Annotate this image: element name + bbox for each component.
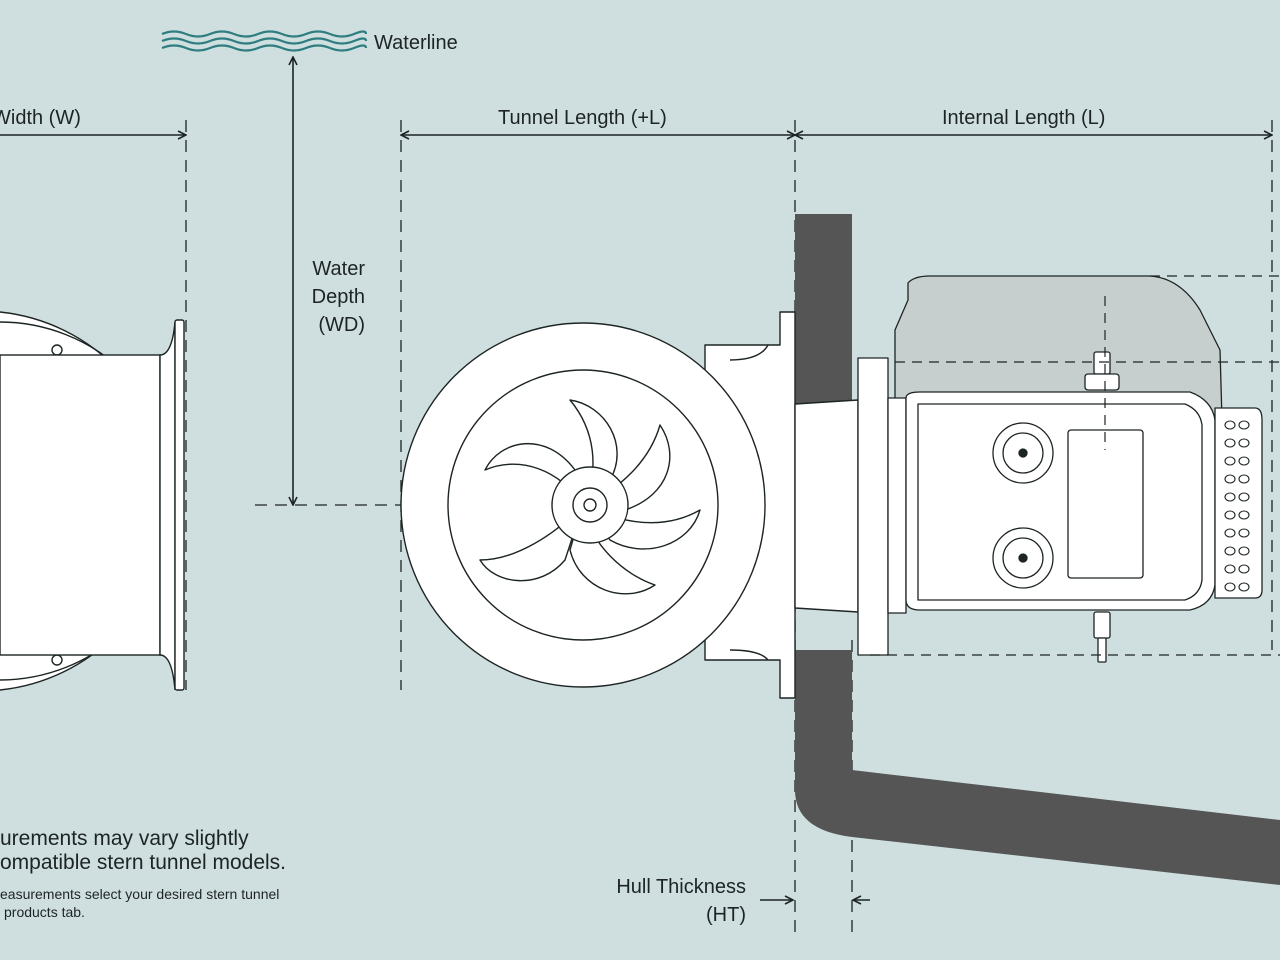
tunnel-side-view — [0, 311, 185, 691]
thruster-front-view — [400, 311, 859, 699]
note-small-line-1: easurements select your desired stern tu… — [0, 886, 280, 902]
motor-unit — [857, 275, 1263, 663]
hull-thickness-label: Hull Thickness (HT) — [616, 873, 746, 929]
motor-terminals — [992, 422, 1054, 589]
waterline-waves — [161, 30, 368, 52]
dimension-lines — [0, 57, 1272, 900]
motor-bolts — [1084, 351, 1120, 663]
note-line-1: urements may vary slightly — [0, 827, 249, 850]
water-depth-line-3: (WD) — [318, 314, 365, 336]
internal-length-label: Internal Length (L) — [942, 107, 1106, 129]
hull-thickness-line-2: (HT) — [706, 904, 746, 926]
motor-vent-holes — [1224, 420, 1250, 592]
water-depth-label: Water Depth (WD) — [312, 255, 365, 339]
width-label: Width (W) — [0, 107, 81, 129]
waterline-label: Waterline — [374, 32, 458, 54]
motor-guide-lines — [870, 275, 1280, 656]
hull-section — [795, 214, 1280, 885]
water-depth-line-2: Depth — [311, 286, 365, 308]
hull-thickness-line-1: Hull Thickness — [616, 876, 746, 898]
note-line-2: ompatible stern tunnel models. — [0, 851, 286, 874]
note-small-line-2: products tab. — [4, 904, 85, 920]
tunnel-length-label: Tunnel Length (+L) — [498, 107, 667, 129]
water-depth-line-1: Water — [312, 258, 365, 280]
